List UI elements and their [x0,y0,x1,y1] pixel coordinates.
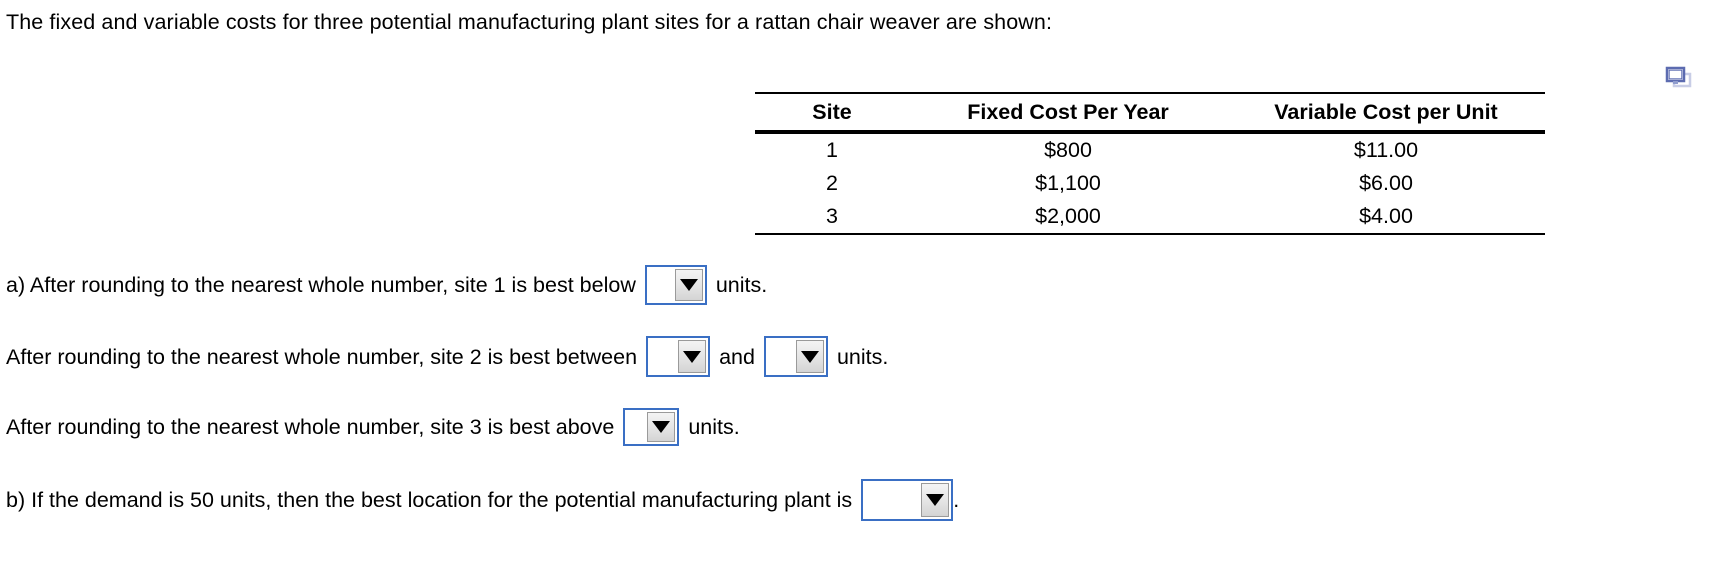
answer-a3-prefix: After rounding to the nearest whole numb… [6,415,615,439]
answer-line-a: a) After rounding to the nearest whole n… [6,265,767,305]
table-row: 1 $800 $11.00 [755,132,1545,167]
column-header-fixed-cost: Fixed Cost Per Year [909,92,1227,134]
cell-site-2: 2 [826,171,838,195]
dropdown-button[interactable] [678,340,707,373]
chevron-down-icon [683,350,702,363]
answer-a2-suffix: units. [836,344,889,369]
cell-site-1: 1 [826,138,838,162]
answer-a2-middle: and [719,344,755,369]
answer-line-a3: After rounding to the nearest whole numb… [6,408,740,446]
dropdown-site2-lower-bound[interactable] [646,336,711,377]
copy-windows-icon[interactable] [1664,66,1698,92]
chevron-down-icon [652,421,671,433]
column-header-variable-cost: Variable Cost per Unit [1227,92,1545,134]
column-header-site: Site [755,92,909,134]
dropdown-button[interactable] [795,340,824,373]
dropdown-best-location[interactable] [861,479,954,521]
table-header-row: Site Fixed Cost Per Year Variable Cost p… [755,92,1545,134]
chevron-down-icon [679,279,698,291]
cell-fixed-cost-3: $2,000 [909,200,1227,235]
answer-a-suffix: units. [715,273,768,297]
cost-table-header: Site Fixed Cost Per Year Variable Cost p… [755,92,1545,134]
answer-a3-suffix: units. [688,415,740,439]
answer-a2-prefix: After rounding to the nearest whole numb… [6,344,638,369]
dropdown-site1-threshold[interactable] [644,265,707,305]
dropdown-button[interactable] [674,269,703,301]
cost-table: Site Fixed Cost Per Year Variable Cost p… [755,92,1545,235]
chevron-down-icon [926,494,945,506]
dropdown-button[interactable] [921,483,950,517]
table-row: 2 $1,100 $6.00 [755,167,1545,200]
dropdown-site2-upper-bound[interactable] [763,336,828,377]
cell-site-3: 3 [755,200,909,235]
answer-b-suffix: . [953,488,960,512]
cell-fixed-cost-2: $1,100 [1035,171,1101,195]
answer-b-prefix: b) If the demand is 50 units, then the b… [6,488,853,512]
cell-variable-cost-3: $4.00 [1227,200,1545,235]
cell-variable-cost-1: $11.00 [1353,138,1419,162]
cost-table-container: Site Fixed Cost Per Year Variable Cost p… [755,92,1545,235]
question-prompt: The fixed and variable costs for three p… [6,10,1053,34]
cost-table-body: 1 $800 $11.00 2 $1,100 $6.00 3 $2,000 $4… [755,132,1545,235]
dropdown-site3-threshold[interactable] [623,408,680,446]
answer-line-b: b) If the demand is 50 units, then the b… [6,479,959,521]
table-row: 3 $2,000 $4.00 [755,200,1545,235]
answer-a-prefix: a) After rounding to the nearest whole n… [6,273,636,297]
dropdown-button[interactable] [647,412,676,442]
cell-fixed-cost-1: $800 [1044,138,1092,162]
chevron-down-icon [800,350,819,363]
answer-line-a2: After rounding to the nearest whole numb… [6,336,888,377]
cell-variable-cost-2: $6.00 [1359,171,1413,195]
